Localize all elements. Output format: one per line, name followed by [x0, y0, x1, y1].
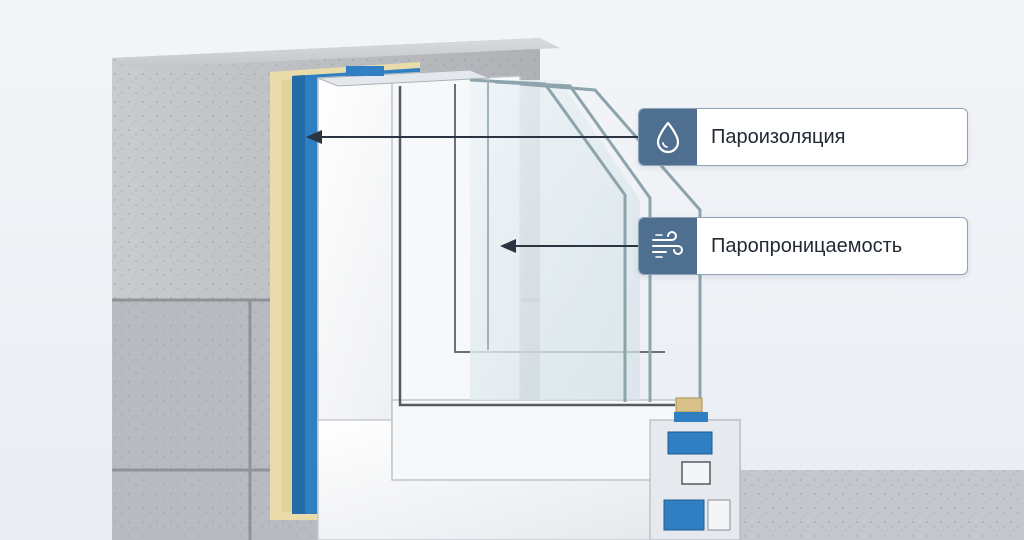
air-flow-icon	[639, 218, 697, 274]
callout-vapor-permeability: Паропроницаемость	[638, 217, 968, 275]
callout-label-vapor-barrier: Пароизоляция	[711, 125, 846, 148]
arrow-vapor-permeable	[500, 239, 640, 253]
water-drop-icon	[639, 109, 697, 165]
arrow-vapor-barrier	[306, 130, 640, 144]
callout-label-vapor-permeability: Паропроницаемость	[711, 234, 903, 257]
callout-vapor-barrier: Пароизоляция	[638, 108, 968, 166]
